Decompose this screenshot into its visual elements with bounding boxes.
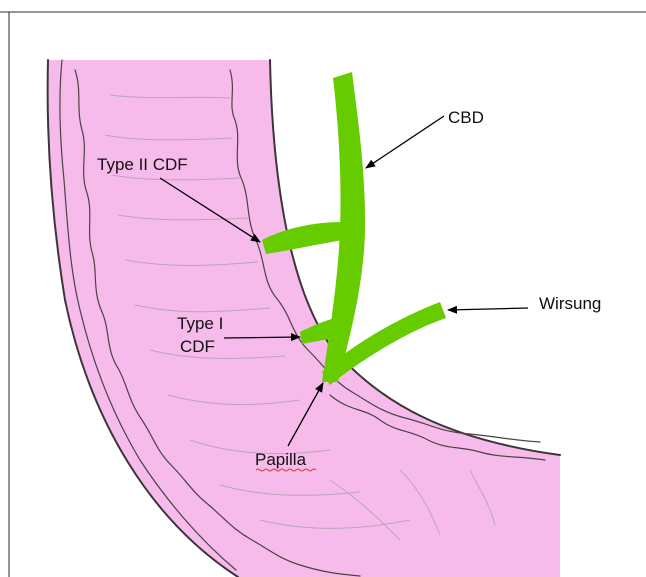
label-type1-line2: CDF xyxy=(180,337,215,356)
label-type2-cdf: Type II CDF xyxy=(97,155,188,174)
wirsung-arrow xyxy=(448,308,528,310)
label-wirsung: Wirsung xyxy=(539,294,601,313)
label-type1-line1: Type I xyxy=(177,314,223,333)
label-cbd: CBD xyxy=(448,108,484,127)
label-papilla: Papilla xyxy=(255,450,307,469)
cbd-arrow xyxy=(366,116,444,168)
